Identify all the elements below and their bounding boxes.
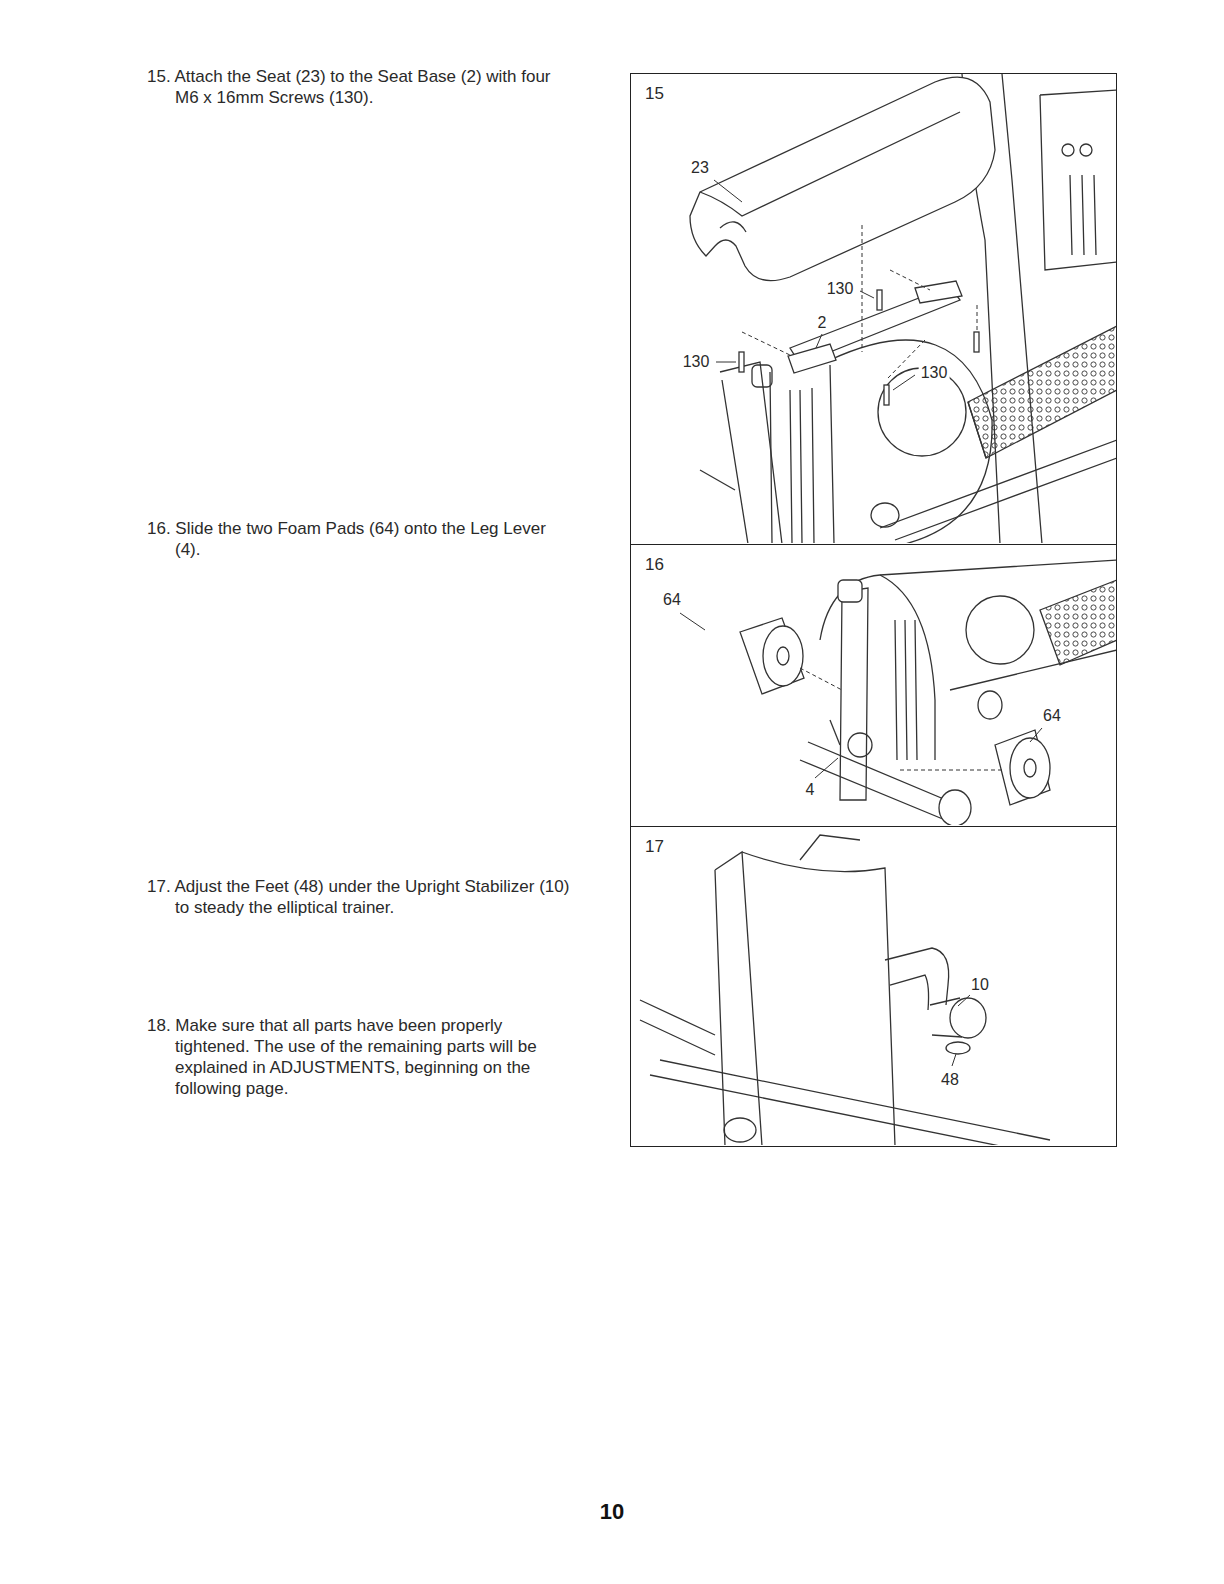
stabilizer-drawing xyxy=(640,835,1050,1145)
drawing-path xyxy=(880,575,935,760)
drawing-path xyxy=(950,650,1116,690)
drawing-path xyxy=(1030,728,1042,742)
leader-line xyxy=(952,995,970,1066)
drawing-path xyxy=(1040,90,1116,270)
step-number: 16 xyxy=(645,555,664,575)
foam-pad-drawing xyxy=(680,560,1116,825)
drawing-path xyxy=(714,180,742,202)
drawing-ellipse xyxy=(1010,738,1050,798)
drawing-rect xyxy=(884,385,889,405)
drawing-path xyxy=(995,730,1050,805)
leader-line xyxy=(680,613,1042,778)
drawing-path xyxy=(700,112,960,216)
drawing-path xyxy=(640,1000,715,1055)
callout-number: 130 xyxy=(681,353,712,371)
drawing-path xyxy=(650,1060,1050,1145)
drawing-path xyxy=(1040,580,1116,665)
step-text: 16. Slide the two Foam Pads (64) onto th… xyxy=(147,518,572,560)
drawing-circle xyxy=(966,596,1034,664)
callout-number: 23 xyxy=(689,159,711,177)
drawing-ellipse xyxy=(978,691,1002,719)
step-panel: 15 xyxy=(630,73,1117,545)
leader-line xyxy=(714,180,915,390)
drawing-path xyxy=(885,948,949,1005)
drawing-path xyxy=(830,720,840,745)
callout-number: 48 xyxy=(939,1071,961,1089)
drawing-path xyxy=(890,975,929,1010)
drawing-ellipse xyxy=(777,647,789,665)
drawing-ellipse xyxy=(871,503,899,527)
drawing-path xyxy=(900,770,1005,771)
callout-number: 4 xyxy=(804,781,817,799)
drawing-rect xyxy=(838,580,862,602)
step-number: 15 xyxy=(645,84,664,104)
drawing-path xyxy=(1002,74,1042,543)
drawing-circle xyxy=(1080,144,1092,156)
drawing-rect xyxy=(739,352,744,372)
callout-number: 64 xyxy=(661,591,683,609)
drawing-rect xyxy=(974,332,979,352)
drawing-ellipse xyxy=(848,733,872,757)
step-panel: 17 xyxy=(630,826,1117,1147)
drawing-ellipse xyxy=(724,1118,756,1142)
drawing-path xyxy=(715,852,762,1145)
step-text: 17. Adjust the Feet (48) under the Uprig… xyxy=(147,876,572,918)
drawing-path xyxy=(800,835,860,860)
drawing-path xyxy=(788,344,836,373)
drawing-ellipse xyxy=(763,626,803,686)
drawing-path xyxy=(770,365,834,543)
callout-number: 64 xyxy=(1041,707,1063,725)
callout-number: 2 xyxy=(816,314,829,332)
drawing-path xyxy=(890,270,930,290)
drawing-path xyxy=(716,362,736,363)
drawing-path xyxy=(840,588,868,800)
drawing-path xyxy=(893,375,915,390)
callout-number: 130 xyxy=(919,364,950,382)
drawing-g xyxy=(742,225,977,378)
drawing-path xyxy=(958,995,970,1006)
drawing-path xyxy=(816,334,822,348)
drawing-path xyxy=(880,440,1116,540)
drawing-path xyxy=(690,77,995,281)
drawing-path xyxy=(862,225,863,352)
drawing-path xyxy=(700,470,735,490)
drawing-path xyxy=(968,402,986,458)
drawing-path xyxy=(952,1054,956,1066)
drawing-path xyxy=(742,332,792,356)
drawing-path xyxy=(968,326,1116,458)
drawing-path xyxy=(742,852,895,1145)
drawing-circle xyxy=(1062,144,1074,156)
seat-assembly-drawing xyxy=(690,74,1116,543)
drawing-path xyxy=(815,758,838,778)
drawing-path xyxy=(720,362,782,543)
step-text: 15. Attach the Seat (23) to the Seat Bas… xyxy=(147,66,572,108)
drawing-rect xyxy=(752,365,772,387)
drawing-path xyxy=(977,305,978,330)
drawing-rect xyxy=(877,290,882,310)
drawing-path xyxy=(915,281,962,303)
drawing-path xyxy=(800,742,958,822)
step-number: 17 xyxy=(645,837,664,857)
drawing-path xyxy=(740,618,804,694)
screw xyxy=(739,290,979,405)
drawing-ellipse xyxy=(939,790,971,825)
drawing-path xyxy=(1070,175,1096,255)
step-text: 18. Make sure that all parts have been p… xyxy=(147,1015,572,1099)
drawing-path xyxy=(860,291,874,298)
step-panel: 16 xyxy=(630,544,1117,827)
callout-number: 10 xyxy=(969,976,991,994)
drawing-path xyxy=(680,613,705,630)
drawing-ellipse xyxy=(950,998,986,1038)
drawing-path xyxy=(930,998,962,1037)
drawing-path xyxy=(800,668,842,690)
drawing-path xyxy=(720,222,746,232)
drawing-path xyxy=(895,620,917,760)
drawing-ellipse xyxy=(1024,759,1036,777)
callout-number: 130 xyxy=(825,280,856,298)
drawing-ellipse xyxy=(946,1042,970,1054)
page-number: 10 xyxy=(600,1499,624,1525)
